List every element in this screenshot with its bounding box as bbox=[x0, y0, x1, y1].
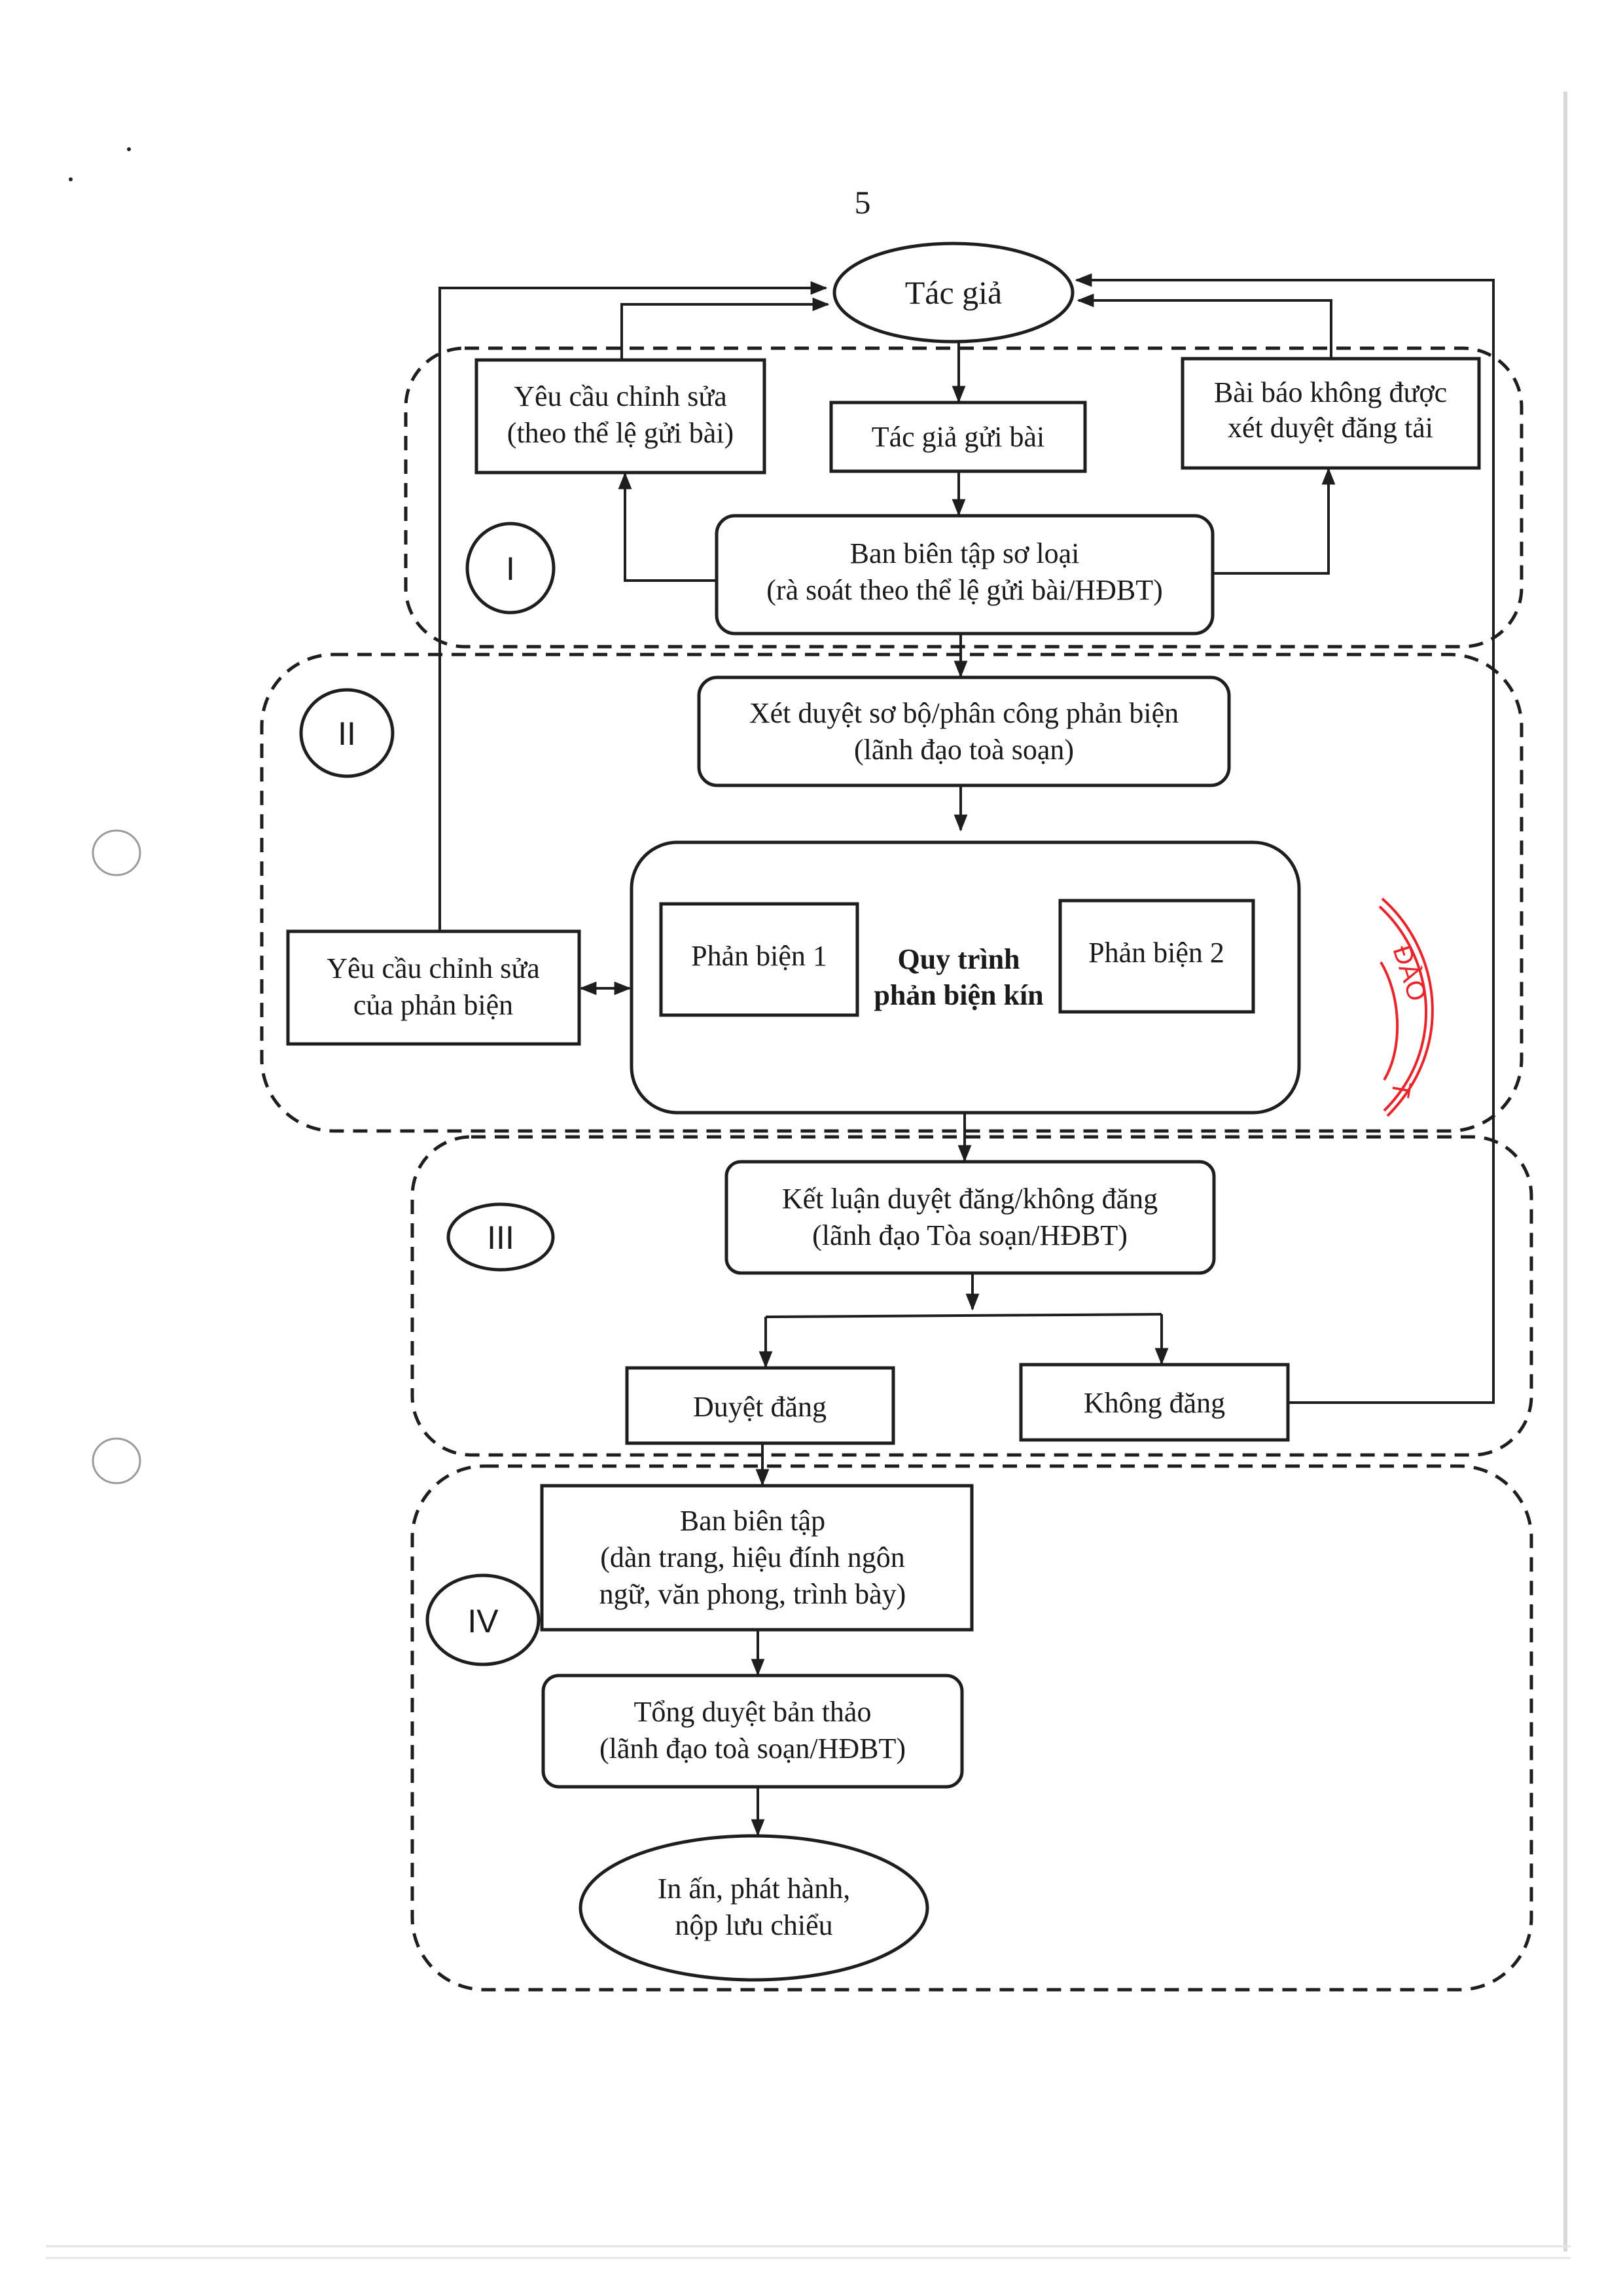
svg-text:Bài báo không được: Bài báo không được bbox=[1214, 376, 1447, 408]
edge-rejected-to-author bbox=[1077, 293, 1332, 359]
stage-badge-I: I bbox=[465, 522, 556, 615]
page-number: 5 bbox=[855, 184, 871, 221]
svg-text:(lãnh đạo toà soạn/HĐBT): (lãnh đạo toà soạn/HĐBT) bbox=[599, 1732, 906, 1765]
svg-text:Phản biện 2: Phản biện 2 bbox=[1088, 937, 1224, 969]
svg-text:Yêu cầu chỉnh sửa: Yêu cầu chỉnh sửa bbox=[514, 380, 727, 412]
node-initial-screening: Ban biên tập sơ loại (rà soát theo thể l… bbox=[715, 514, 1215, 636]
edge-not-published-to-author bbox=[1075, 273, 1495, 1404]
stage-region-I bbox=[404, 346, 1524, 649]
svg-text:I: I bbox=[506, 550, 515, 587]
svg-text:Duyệt đăng: Duyệt đăng bbox=[693, 1391, 827, 1423]
node-author: Tác giả bbox=[832, 242, 1075, 344]
svg-text:(theo thể lệ gửi bài): (theo thể lệ gửi bài) bbox=[507, 417, 734, 449]
svg-text:II: II bbox=[338, 715, 356, 752]
node-final-review: Tổng duyệt bản thảo (lãnh đạo toà soạn/H… bbox=[541, 1674, 964, 1789]
node-rejected: Bài báo không được xét duyệt đăng tải bbox=[1181, 357, 1481, 470]
svg-text:(rà soát theo thể lệ gửi bài/H: (rà soát theo thể lệ gửi bài/HĐBT) bbox=[766, 574, 1162, 606]
node-author-label: Tác giả bbox=[905, 274, 1003, 311]
speck bbox=[127, 147, 131, 151]
svg-text:Kết luận duyệt đăng/không đăng: Kết luận duyệt đăng/không đăng bbox=[782, 1183, 1158, 1215]
svg-text:IV: IV bbox=[467, 1603, 499, 1640]
svg-text:của phản biện: của phản biện bbox=[353, 989, 513, 1021]
node-conclusion: Kết luận duyệt đăng/không đăng (lãnh đạo… bbox=[724, 1160, 1216, 1275]
node-reviewer-2: Phản biện 2 bbox=[1058, 899, 1255, 1014]
svg-text:xét duyệt đăng tải: xét duyệt đăng tải bbox=[1228, 412, 1433, 444]
edge-split-link bbox=[765, 1313, 1162, 1318]
node-reviewer-1: Phản biện 1 bbox=[659, 902, 859, 1017]
stage-badge-IV: IV bbox=[425, 1573, 541, 1666]
stage-region-III bbox=[410, 1135, 1533, 1457]
node-not-published: Không đăng bbox=[1019, 1363, 1290, 1442]
svg-text:III: III bbox=[487, 1219, 514, 1256]
svg-text:ngữ, văn phong, trình bày): ngữ, văn phong, trình bày) bbox=[599, 1578, 906, 1610]
node-author-submits: Tác giả gửi bài bbox=[829, 401, 1087, 473]
node-reviewer-revision: Yêu cầu chỉnh sửa của phản biện bbox=[286, 929, 581, 1046]
edge-reviewer-revision-to-author bbox=[438, 281, 828, 933]
stage-region-IV bbox=[410, 1464, 1533, 1992]
punch-hole-bottom bbox=[92, 1437, 141, 1484]
svg-text:Ban biên tập: Ban biên tập bbox=[680, 1505, 825, 1537]
stage-region-II bbox=[260, 653, 1524, 1133]
stage-badge-II: II bbox=[299, 688, 395, 778]
speck bbox=[69, 177, 73, 181]
node-approved: Duyệt đăng bbox=[625, 1366, 895, 1445]
node-editorial-board: Ban biên tập (dàn trang, hiệu đính ngôn … bbox=[540, 1484, 974, 1632]
red-stamp: ĐÀO T bbox=[1378, 897, 1434, 1117]
node-preliminary-review: Xét duyệt sơ bộ/phân công phản biện (lãn… bbox=[697, 675, 1231, 787]
svg-text:(dàn trang, hiệu đính ngôn: (dàn trang, hiệu đính ngôn bbox=[600, 1541, 905, 1573]
svg-text:In ấn, phát hành,: In ấn, phát hành, bbox=[658, 1873, 850, 1905]
node-blind-review-label: Quy trình phản biện kín bbox=[874, 943, 1043, 1011]
svg-text:Quy trình: Quy trình bbox=[897, 943, 1020, 975]
edge-revision-request-to-author bbox=[620, 297, 830, 360]
edge-screening-to-revision-request bbox=[618, 472, 717, 582]
svg-text:Tác giả gửi bài: Tác giả gửi bài bbox=[872, 421, 1045, 453]
node-revision-request: Yêu cầu chỉnh sửa (theo thể lệ gửi bài) bbox=[474, 358, 766, 475]
punch-hole-top bbox=[92, 829, 141, 876]
svg-text:(lãnh đạo toà soạn): (lãnh đạo toà soạn) bbox=[854, 734, 1074, 766]
svg-text:nộp lưu chiểu: nộp lưu chiểu bbox=[675, 1909, 832, 1941]
svg-text:(lãnh đạo Tòa soạn/HĐBT): (lãnh đạo Tòa soạn/HĐBT) bbox=[812, 1219, 1128, 1251]
svg-text:Phản biện 1: Phản biện 1 bbox=[691, 940, 827, 972]
svg-text:Không đăng: Không đăng bbox=[1084, 1387, 1225, 1419]
stage-badge-III: III bbox=[446, 1202, 555, 1272]
svg-text:Xét duyệt sơ bộ/phân công phản: Xét duyệt sơ bộ/phân công phản biện bbox=[749, 697, 1179, 729]
stamp-text-t: T bbox=[1385, 1079, 1417, 1100]
svg-text:phản biện kín: phản biện kín bbox=[874, 979, 1043, 1011]
svg-text:Yêu cầu chỉnh sửa: Yêu cầu chỉnh sửa bbox=[327, 952, 540, 984]
edge-screening-to-rejected bbox=[1213, 467, 1336, 575]
svg-text:Tổng duyệt bản thảo: Tổng duyệt bản thảo bbox=[634, 1696, 872, 1728]
svg-text:Ban biên tập sơ loại: Ban biên tập sơ loại bbox=[850, 537, 1080, 569]
node-publish: In ấn, phát hành, nộp lưu chiểu bbox=[579, 1834, 929, 1982]
